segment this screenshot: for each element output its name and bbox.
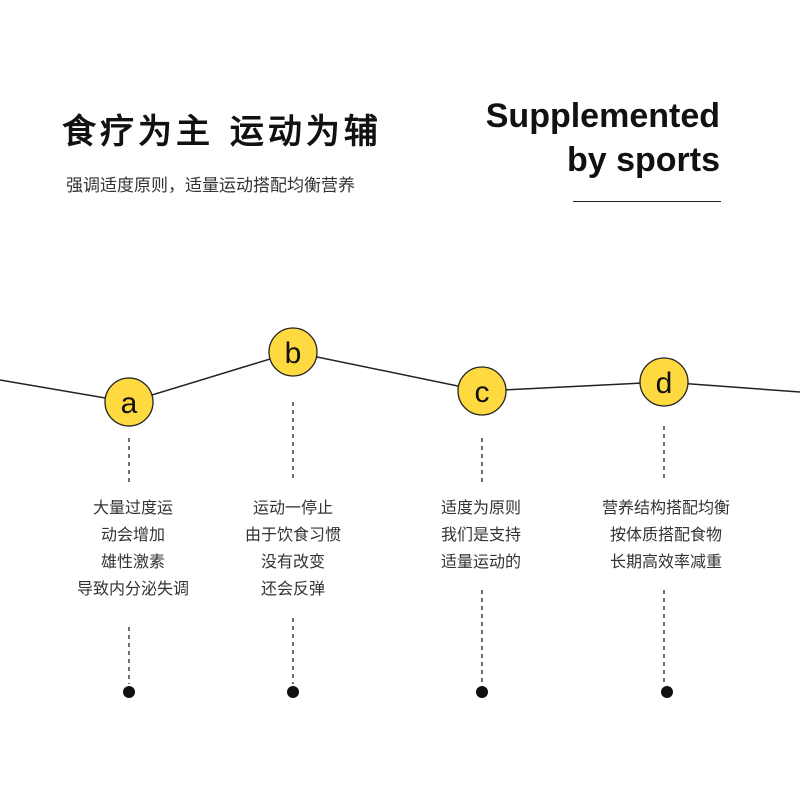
title-underline — [573, 201, 721, 202]
node-b-line-1: 运动一停止 — [252, 498, 333, 517]
node-c-letter: c — [475, 376, 490, 409]
title-en-line1: Supplemented — [485, 97, 720, 135]
node-c-line-3: 适量运动的 — [440, 552, 521, 571]
node-b-description: 运动一停止 由于饮食习惯 没有改变 还会反弹 — [193, 494, 393, 602]
node-a-line-3: 雄性激素 — [100, 552, 165, 571]
node-d-letter: d — [656, 367, 673, 400]
node-c-line-2: 我们是支持 — [440, 525, 521, 544]
node-a-line-1: 大量过度运 — [92, 498, 173, 517]
node-c-circle — [457, 366, 507, 416]
node-b-letter: b — [285, 337, 302, 370]
node-d-line-2: 按体质搭配食物 — [609, 525, 722, 544]
subtitle-cn: 强调适度原则，适量运动搭配均衡营养 — [66, 176, 355, 196]
node-d-line-1: 营养结构搭配均衡 — [601, 498, 730, 517]
node-a-line-2: 动会增加 — [100, 525, 165, 544]
endpoint-dot-b — [287, 686, 299, 698]
endpoint-dot-d — [661, 686, 673, 698]
node-d-circle — [639, 357, 689, 407]
node-b-line-2: 由于饮食习惯 — [244, 525, 341, 544]
title-cn: 食疗为主 运动为辅 — [62, 112, 382, 152]
node-a-description: 大量过度运 动会增加 雄性激素 导致内分泌失调 — [33, 494, 233, 602]
title-en: Supplemented by sports — [486, 94, 720, 182]
endpoint-dot-c — [476, 686, 488, 698]
node-a-letter: a — [121, 387, 138, 420]
node-b-circle — [268, 327, 318, 377]
node-d-description: 营养结构搭配均衡 按体质搭配食物 长期高效率减重 — [566, 494, 766, 575]
node-d-line-3: 长期高效率减重 — [609, 552, 722, 571]
node-c-description: 适度为原则 我们是支持 适量运动的 — [381, 494, 581, 575]
title-en-line2: by sports — [566, 141, 720, 179]
endpoint-dot-a — [123, 686, 135, 698]
node-b-line-3: 没有改变 — [260, 552, 325, 571]
node-a-line-4: 导致内分泌失调 — [76, 579, 189, 598]
node-c-line-1: 适度为原则 — [440, 498, 521, 517]
node-a-circle — [104, 377, 154, 427]
node-b-line-4: 还会反弹 — [260, 579, 325, 598]
